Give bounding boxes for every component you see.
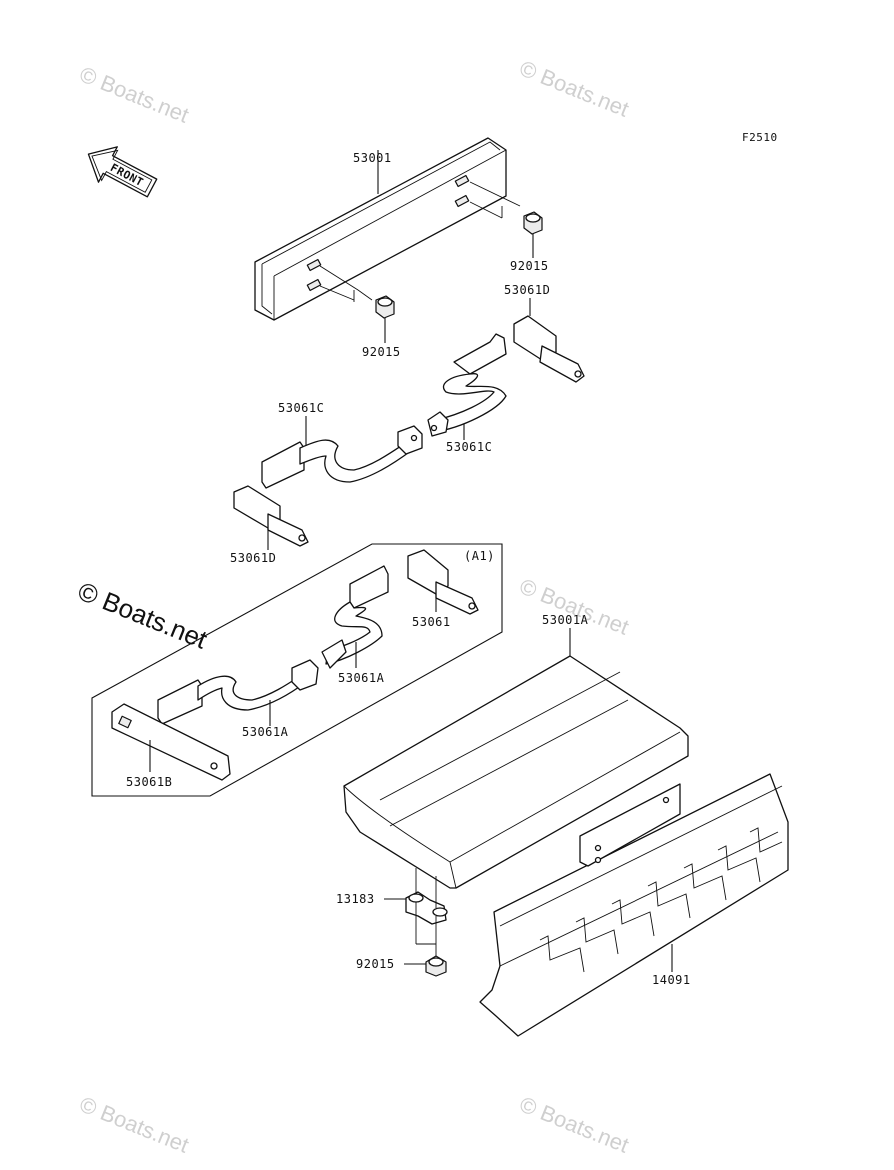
- nut-icon-bottom: [404, 944, 447, 977]
- part-14091-guard: [479, 773, 789, 1037]
- label-53061D-top: 53061D: [504, 283, 550, 297]
- strap-53061B: [111, 703, 231, 781]
- label-14091: 14091: [652, 973, 691, 987]
- strap-53061D-top: [513, 298, 585, 383]
- figure-ref: F2510: [742, 131, 778, 144]
- part-53001-cushion: [254, 137, 521, 321]
- label-53061: 53061: [412, 615, 451, 629]
- label-53061A-upper: 53061A: [338, 671, 385, 685]
- label-53001A: 53001A: [542, 613, 589, 627]
- nut-icon: [375, 211, 543, 319]
- strap-53061A-lower: [157, 659, 319, 726]
- watermark-mid-right: © Boats.net: [516, 573, 632, 639]
- group-a1-outline: [91, 543, 503, 797]
- label-53001: 53001: [353, 151, 392, 165]
- label-53061C-left: 53061C: [278, 401, 324, 415]
- strap-53061C-right: [427, 333, 507, 440]
- front-arrow-icon: FRONT: [87, 146, 158, 198]
- part-53001A-cushion: [343, 628, 689, 889]
- strap-53061C-left: [261, 416, 423, 489]
- strap-53061D-left: [233, 485, 309, 550]
- bracket-13183: [384, 868, 448, 945]
- part-labels: 53001 92015 92015 53061D 53061C 53061C 5…: [126, 151, 691, 987]
- strap-53061: [407, 549, 479, 615]
- label-92015-top: 92015: [510, 259, 549, 273]
- strap-53061A-upper: [321, 565, 389, 669]
- watermark-bottom-left: © Boats.net: [76, 1091, 192, 1157]
- label-53061A-lower: 53061A: [242, 725, 289, 739]
- label-53061D-left: 53061D: [230, 551, 276, 565]
- group-a1-label: (A1): [464, 549, 495, 563]
- label-53061B: 53061B: [126, 775, 172, 789]
- label-53061C-right: 53061C: [446, 440, 492, 454]
- label-13183: 13183: [336, 892, 375, 906]
- watermark-top-right: © Boats.net: [516, 55, 632, 121]
- label-92015-left: 92015: [362, 345, 401, 359]
- watermark-bottom-right: © Boats.net: [516, 1091, 632, 1157]
- stud-bolt-icon: [306, 174, 470, 292]
- label-92015-bottom: 92015: [356, 957, 395, 971]
- watermark-top-left: © Boats.net: [76, 61, 192, 127]
